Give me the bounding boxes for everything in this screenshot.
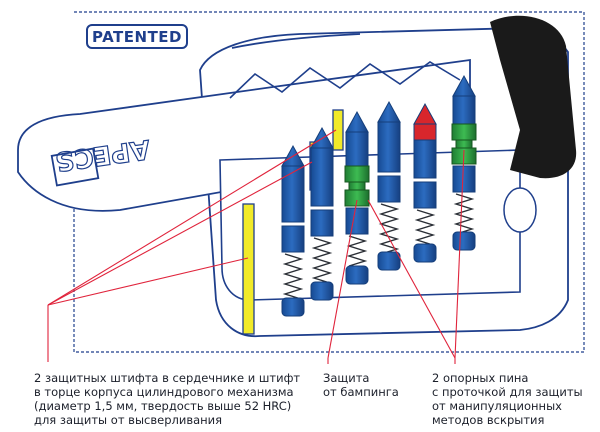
driver-pin xyxy=(310,209,334,237)
callout-text-line: от бампинга xyxy=(323,385,399,399)
green-groove-ring xyxy=(344,165,370,183)
callout-text-line: Защита xyxy=(323,371,370,385)
key-hole xyxy=(50,147,100,187)
spring xyxy=(346,235,368,267)
callout-text-line: в торце корпуса цилиндрового механизма xyxy=(34,385,294,399)
callout-text-line: 2 опорных пина xyxy=(432,371,529,385)
screw-hole xyxy=(503,187,537,233)
spring xyxy=(414,209,436,246)
callout-text-line: (диаметр 1,5 мм, твердость выше 52 HRC) xyxy=(34,399,292,413)
driver-pin xyxy=(452,165,476,193)
callout-support-pins: 2 опорных пина с проточкой для защиты от… xyxy=(432,371,583,427)
spring-cap xyxy=(452,231,476,251)
callout-text-line: для защиты от высверливания xyxy=(34,413,223,427)
upper-pin xyxy=(310,147,334,207)
driver-pin xyxy=(413,181,437,209)
spring xyxy=(378,203,400,255)
anti-drill-pin-body xyxy=(242,203,255,335)
green-groove-ring xyxy=(344,189,370,207)
driver-pin xyxy=(345,207,369,235)
spring xyxy=(453,193,475,235)
callout-anti-bumping: Защита от бампинга xyxy=(323,371,399,399)
callout-text-line: 2 защитных штифта в сердечнике и штифт xyxy=(34,371,301,385)
callout-anti-drill: 2 защитных штифта в сердечнике и штифт в… xyxy=(34,371,300,427)
callout-line-mid-1 xyxy=(327,199,358,359)
callout-line-left-2 xyxy=(47,161,313,306)
spring xyxy=(282,253,304,300)
callout-line-left-1 xyxy=(47,257,249,306)
callout-line-right-1 xyxy=(367,199,456,359)
anti-drill-pin-plug-2 xyxy=(332,109,344,151)
upper-pin xyxy=(281,165,305,223)
spring xyxy=(311,237,333,284)
pin-stacks xyxy=(281,74,477,317)
driver-pin xyxy=(281,225,305,253)
upper-pin xyxy=(452,95,476,127)
key: APECS xyxy=(17,58,471,212)
dashed-frame xyxy=(73,11,585,353)
callout-lines xyxy=(47,129,465,364)
upper-pin xyxy=(345,131,369,169)
spring-cap xyxy=(281,297,305,317)
green-groove-neck xyxy=(455,139,473,149)
callout-text-line: от манипуляционных xyxy=(432,399,562,413)
spring-cap xyxy=(310,281,334,301)
driver-pin xyxy=(377,175,401,203)
cam xyxy=(490,15,577,179)
spring-cap xyxy=(377,251,401,271)
upper-pin xyxy=(377,121,401,173)
callout-line-left-3 xyxy=(47,129,337,306)
upper-pin-body xyxy=(413,139,437,179)
spring-cap xyxy=(345,265,369,285)
green-groove-ring xyxy=(451,123,477,141)
callout-line-right-2 xyxy=(454,149,465,359)
callout-text-line: с проточкой для защиты xyxy=(432,385,583,399)
green-groove-neck xyxy=(348,181,366,191)
callout-text-line: методов вскрытия xyxy=(432,413,545,427)
patented-badge: PATENTED xyxy=(86,24,188,49)
spring-cap xyxy=(413,243,437,263)
